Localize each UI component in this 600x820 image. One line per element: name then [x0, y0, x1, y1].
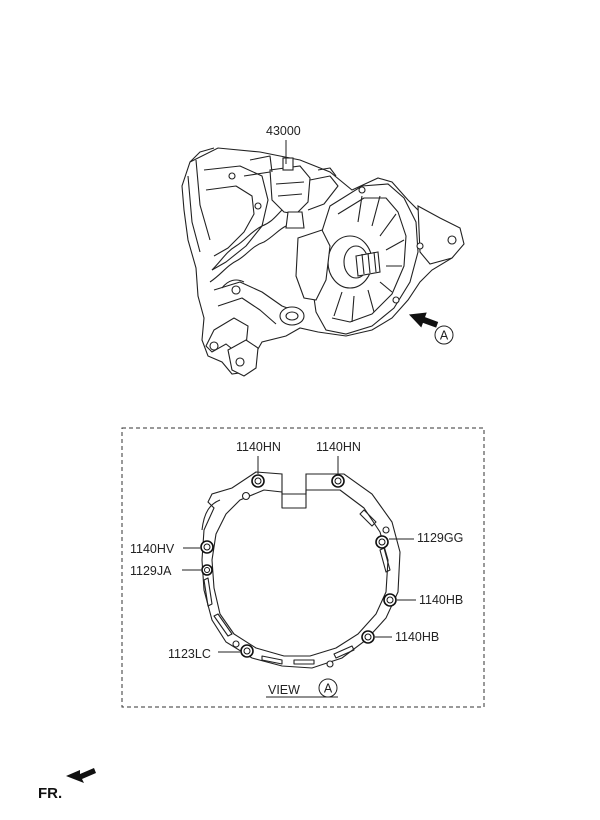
front-orientation-label: FR.	[38, 785, 62, 802]
bell-housing-gasket	[201, 471, 401, 669]
view-marker-circle	[434, 325, 454, 345]
bolt-1140hb-lower	[361, 630, 375, 644]
callout-1123lc: 1123LC	[168, 647, 211, 661]
view-marker-letter: A	[440, 329, 449, 343]
view-caption-marker-letter: A	[324, 682, 333, 696]
view-direction-arrow	[408, 312, 439, 328]
view-caption: VIEW	[268, 683, 300, 697]
bolt-1129ja	[201, 564, 213, 576]
bolt-1140hn-left	[251, 474, 265, 488]
callout-1140hn-right: 1140HN	[316, 440, 361, 454]
bolt-1123lc	[240, 644, 254, 658]
callout-1140hb-middle: 1140HB	[419, 593, 463, 607]
callout-1140hv: 1140HV	[130, 542, 175, 556]
bolt-1140hb-middle	[383, 593, 397, 607]
transaxle-assembly-illustration	[181, 147, 465, 377]
bolt-1140hv	[200, 540, 214, 554]
callout-1140hb-lower: 1140HB	[395, 630, 439, 644]
front-direction-arrow-icon	[66, 768, 96, 783]
view-detail-frame	[121, 427, 485, 708]
callout-1129ja: 1129JA	[130, 564, 172, 578]
callout-1129gg: 1129GG	[417, 531, 463, 545]
view-caption-marker-circle	[318, 678, 338, 698]
callout-1140hn-left: 1140HN	[236, 440, 281, 454]
bolt-1129gg	[375, 535, 389, 549]
bolt-1140hn-right	[331, 474, 345, 488]
assembly-part-number: 43000	[266, 124, 301, 138]
